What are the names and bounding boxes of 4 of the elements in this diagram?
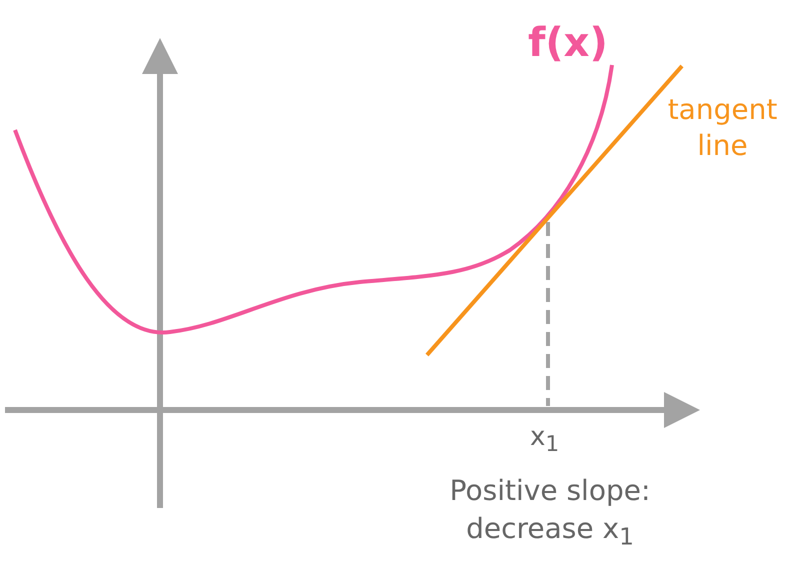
tangent-label: tangent line	[666, 92, 778, 164]
function-label: f(x)	[528, 20, 608, 66]
annotation-text: Positive slope: decrease x$_{1}$	[448, 473, 652, 552]
point-label: x$_{1}$	[530, 422, 560, 458]
